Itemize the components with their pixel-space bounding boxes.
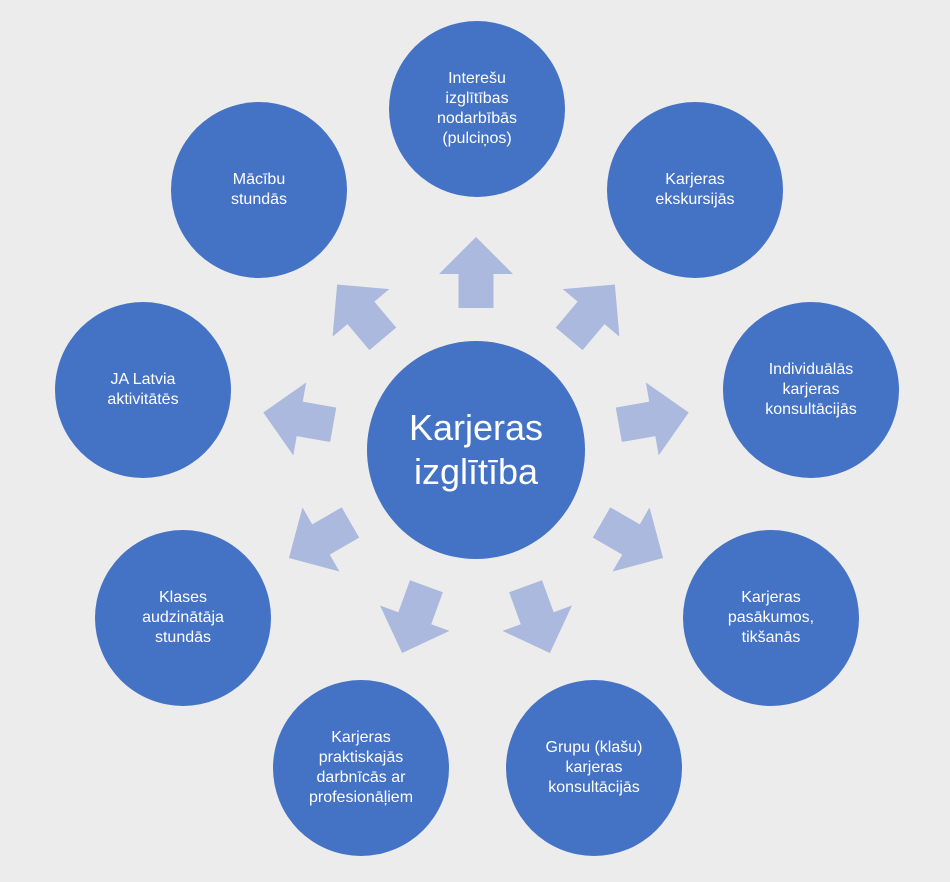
- node-label: Karjeras pasākumos, tikšanās: [727, 589, 815, 646]
- node-label: Individuālās karjeras konsultācijās: [765, 361, 857, 418]
- arrow-klases: [288, 507, 360, 572]
- node-klases-audzinataja: Klases audzinātāja stundās: [95, 530, 271, 706]
- node-grupu-konsultacijas: Grupu (klašu) karjeras konsultācijās: [506, 680, 682, 856]
- center-node: Karjeras izglītība: [367, 341, 585, 559]
- arrow-interesu: [439, 237, 513, 308]
- arrow-pasakumos: [592, 507, 664, 572]
- arrow-ja-latvia: [263, 382, 337, 456]
- arrow-praktiskajas: [380, 580, 450, 653]
- node-label: Karjeras praktiskajās darbnīcās ar profe…: [308, 729, 414, 806]
- node-label: Mācību stundās: [230, 171, 288, 208]
- node-individualas-konsultacijas: Individuālās karjeras konsultācijās: [723, 302, 899, 478]
- node-interesu-izglitiba: Interešu izglītības nodarbībās (pulciņos…: [389, 21, 565, 197]
- arrow-macibu: [332, 284, 397, 351]
- node-praktiskajas-darbnicas: Karjeras praktiskajās darbnīcās ar profe…: [273, 680, 449, 856]
- node-label: Grupu (klašu) karjeras konsultācijās: [545, 739, 643, 796]
- node-label: JA Latvia aktivitātēs: [107, 371, 179, 408]
- node-label: Karjeras ekskursijās: [655, 171, 735, 208]
- center-label: Karjeras izglītība: [408, 407, 544, 492]
- arrow-grupu: [502, 580, 572, 653]
- node-macibu-stundas: Mācību stundās: [171, 102, 347, 278]
- node-label: Interešu izglītības nodarbībās (pulciņos…: [436, 70, 518, 147]
- arrows-group: [263, 237, 689, 653]
- node-label: Klases audzinātāja stundās: [142, 589, 224, 646]
- arrow-ekskursijas: [555, 284, 620, 351]
- node-karjeras-ekskursijas: Karjeras ekskursijās: [607, 102, 783, 278]
- node-ja-latvia: JA Latvia aktivitātēs: [55, 302, 231, 478]
- node-karjeras-pasakumos: Karjeras pasākumos, tikšanās: [683, 530, 859, 706]
- arrow-individualas: [615, 382, 689, 456]
